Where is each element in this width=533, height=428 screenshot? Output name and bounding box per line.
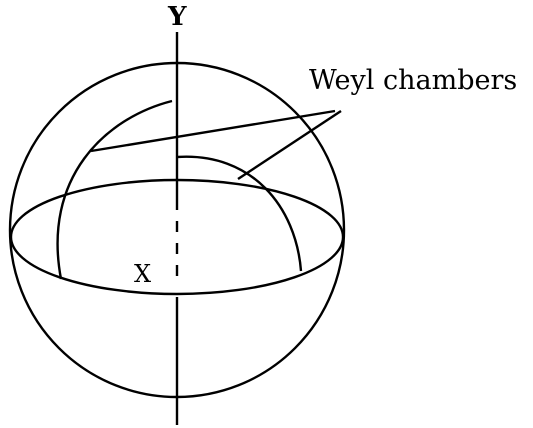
weyl-chamber-left-arc <box>56 99 173 280</box>
x-axis-label: X <box>134 260 151 288</box>
leader-line-left <box>90 109 336 153</box>
weyl-chambers-label: Weyl chambers <box>309 65 517 96</box>
weyl-chamber-right-arc <box>176 155 303 272</box>
leader-line-right <box>237 109 342 181</box>
y-axis-label: Y <box>167 2 187 32</box>
